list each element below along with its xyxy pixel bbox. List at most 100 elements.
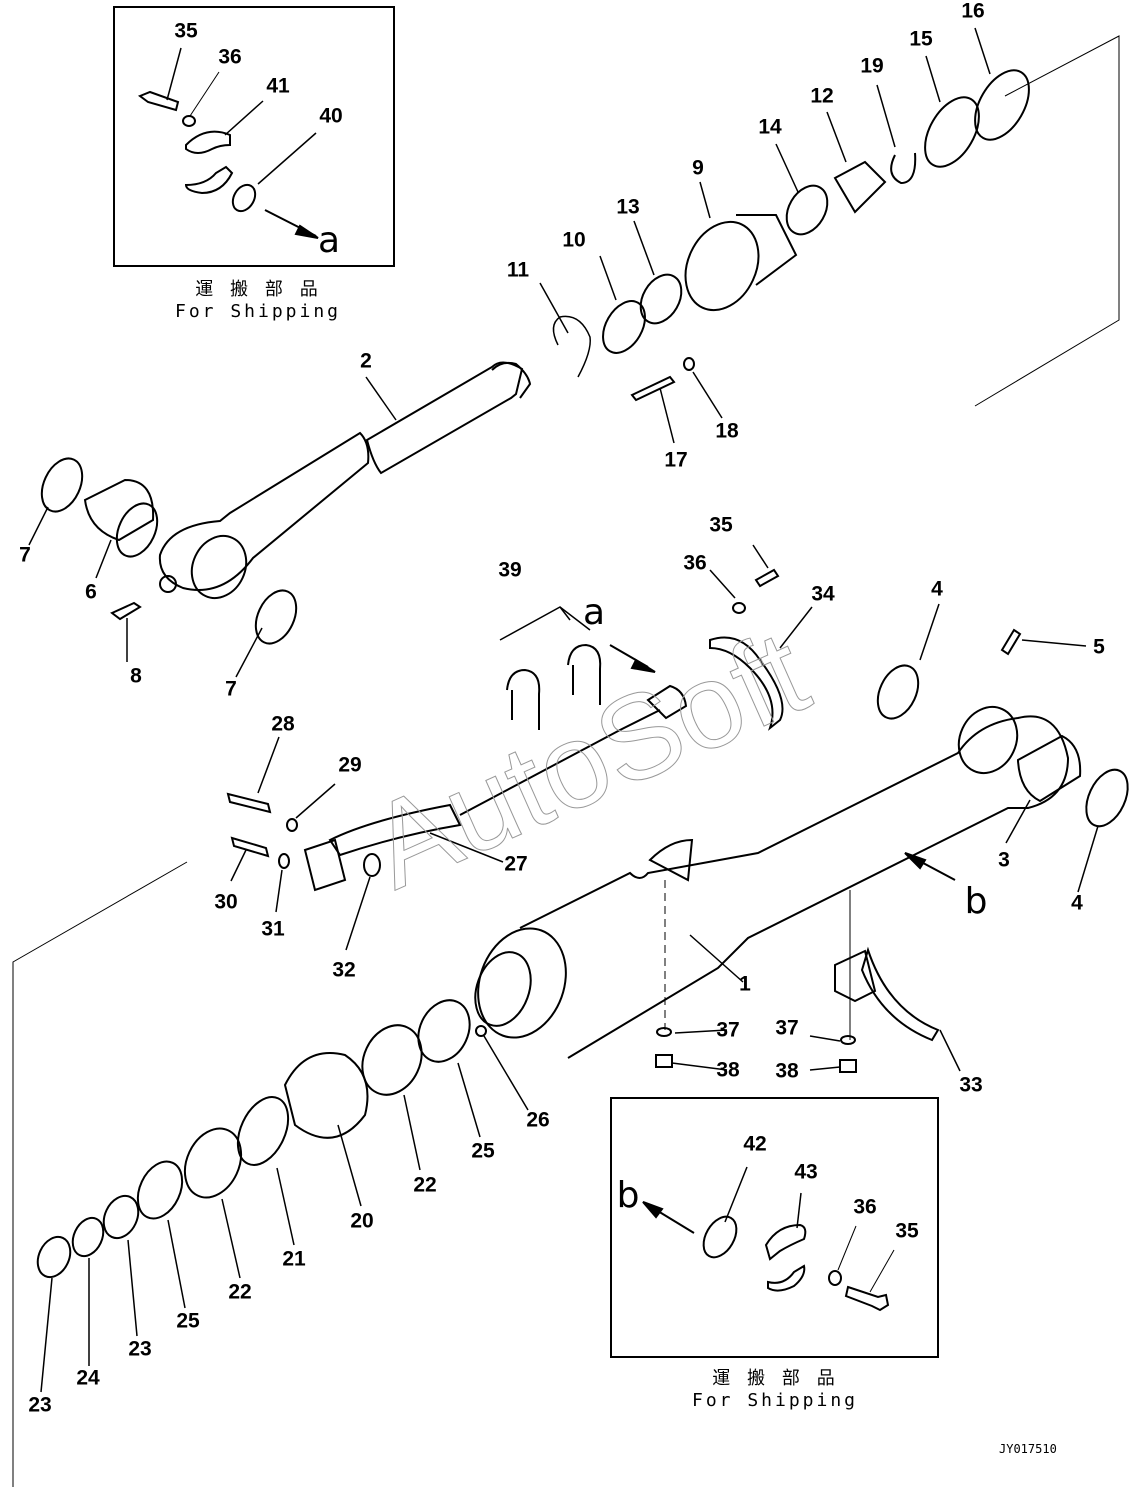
label-part-39: 39 xyxy=(498,558,522,582)
bolt-35-icon xyxy=(844,1285,890,1312)
label-part-1: 1 xyxy=(739,972,751,996)
arrow-a-main-head xyxy=(630,658,656,673)
label-part-33: 33 xyxy=(959,1073,983,1097)
clamp-41b-icon xyxy=(184,165,234,195)
label-part-2: 2 xyxy=(360,349,372,373)
view-letter-a-main: a xyxy=(582,592,606,633)
drawing-code: JY017510 xyxy=(999,1442,1057,1456)
label-part-25b: 25 xyxy=(176,1309,200,1333)
clamp-41-icon xyxy=(185,130,231,154)
label-part-25: 25 xyxy=(471,1139,495,1163)
label-35: 35 xyxy=(174,19,198,43)
caption-jp: 運 搬 部 品 xyxy=(712,1368,838,1389)
inset-b-frame xyxy=(610,1097,939,1358)
leader-line xyxy=(166,47,182,101)
label-part-38b: 38 xyxy=(775,1059,799,1083)
inset-a-caption: 運 搬 部 品 For Shipping xyxy=(175,279,341,322)
label-part-18: 18 xyxy=(715,419,739,443)
arrow-b-head xyxy=(642,1201,664,1219)
leader-line xyxy=(257,132,317,185)
label-part-19: 19 xyxy=(860,54,884,78)
label-part-30: 30 xyxy=(214,890,238,914)
label-part-17: 17 xyxy=(664,448,688,472)
label-36: 36 xyxy=(853,1195,877,1219)
inset-b-parts xyxy=(642,1166,895,1312)
label-part-21: 21 xyxy=(282,1247,306,1271)
view-letter-b: b xyxy=(616,1175,640,1216)
label-part-14: 14 xyxy=(758,115,782,139)
leader-line xyxy=(796,1192,802,1229)
top-seal-parts xyxy=(552,69,1030,402)
cap-40-icon xyxy=(231,183,257,213)
label-part-26: 26 xyxy=(526,1108,550,1132)
clamps xyxy=(655,568,940,1073)
label-part-37b: 37 xyxy=(775,1016,799,1040)
label-part-4: 4 xyxy=(931,577,943,601)
inset-a-frame xyxy=(113,6,395,267)
label-36: 36 xyxy=(218,45,242,69)
label-part-23: 23 xyxy=(128,1337,152,1361)
label-part-35: 35 xyxy=(709,513,733,537)
axis-bracket-bottom xyxy=(12,861,188,1487)
leader-line xyxy=(837,1225,857,1271)
bottom-seal-parts xyxy=(36,999,487,1279)
label-part-20: 20 xyxy=(350,1209,374,1233)
label-part-8: 8 xyxy=(130,664,142,688)
label-part-36: 36 xyxy=(683,551,707,575)
label-part-27: 27 xyxy=(504,852,528,876)
label-43: 43 xyxy=(794,1160,818,1184)
label-part-13: 13 xyxy=(616,195,640,219)
label-part-38: 38 xyxy=(716,1058,740,1082)
rod-end-bushings xyxy=(40,457,298,645)
caption-jp: 運 搬 部 品 xyxy=(195,279,321,300)
caption-en: For Shipping xyxy=(691,1389,859,1411)
axis-bracket-top xyxy=(974,35,1120,407)
label-part-34: 34 xyxy=(811,582,835,606)
clamp-43b-icon xyxy=(767,1264,806,1292)
washer-36-icon xyxy=(828,1270,842,1286)
label-part-3: 3 xyxy=(998,848,1010,872)
view-letter-a: a xyxy=(317,220,341,261)
bolt-35-icon xyxy=(137,90,180,112)
caption-en: For Shipping xyxy=(174,300,342,322)
label-part-22b: 22 xyxy=(228,1280,252,1304)
label-40: 40 xyxy=(319,104,343,128)
label-42: 42 xyxy=(743,1132,767,1156)
cylinder-tube-1 xyxy=(474,628,1129,1059)
leader-line xyxy=(869,1249,895,1293)
label-part-12: 12 xyxy=(810,84,834,108)
label-part-29: 29 xyxy=(338,753,362,777)
inset-b-caption: 運 搬 部 品 For Shipping xyxy=(692,1368,858,1411)
view-letter-b-main: b xyxy=(964,881,988,922)
label-part-6: 6 xyxy=(85,580,97,604)
label-part-7: 7 xyxy=(19,543,31,567)
label-part-16: 16 xyxy=(961,0,985,23)
label-part-28: 28 xyxy=(271,712,295,736)
label-41: 41 xyxy=(266,74,290,98)
hoses-pipe xyxy=(226,606,688,892)
label-part-11: 11 xyxy=(506,258,530,282)
washer-36-icon xyxy=(182,115,196,127)
leader-lines xyxy=(28,27,1099,1393)
label-part-31: 31 xyxy=(261,917,285,941)
leader-line xyxy=(724,1166,748,1223)
label-part-4b: 4 xyxy=(1071,891,1083,915)
label-part-9: 9 xyxy=(692,156,704,180)
clamp-43-icon xyxy=(764,1223,807,1261)
arrow-a-head xyxy=(294,224,319,239)
label-part-37: 37 xyxy=(716,1018,740,1042)
label-part-7b: 7 xyxy=(225,677,237,701)
label-part-23b: 23 xyxy=(28,1393,52,1417)
label-35: 35 xyxy=(895,1219,919,1243)
leader-line xyxy=(189,71,220,117)
label-part-32: 32 xyxy=(332,958,356,982)
label-part-15: 15 xyxy=(909,27,933,51)
label-part-24: 24 xyxy=(76,1366,100,1390)
inset-a-parts xyxy=(137,47,319,239)
label-part-10: 10 xyxy=(562,228,586,252)
arrow-b-main-head xyxy=(904,852,927,870)
piston-rod-2 xyxy=(158,361,532,600)
label-part-22: 22 xyxy=(413,1173,437,1197)
